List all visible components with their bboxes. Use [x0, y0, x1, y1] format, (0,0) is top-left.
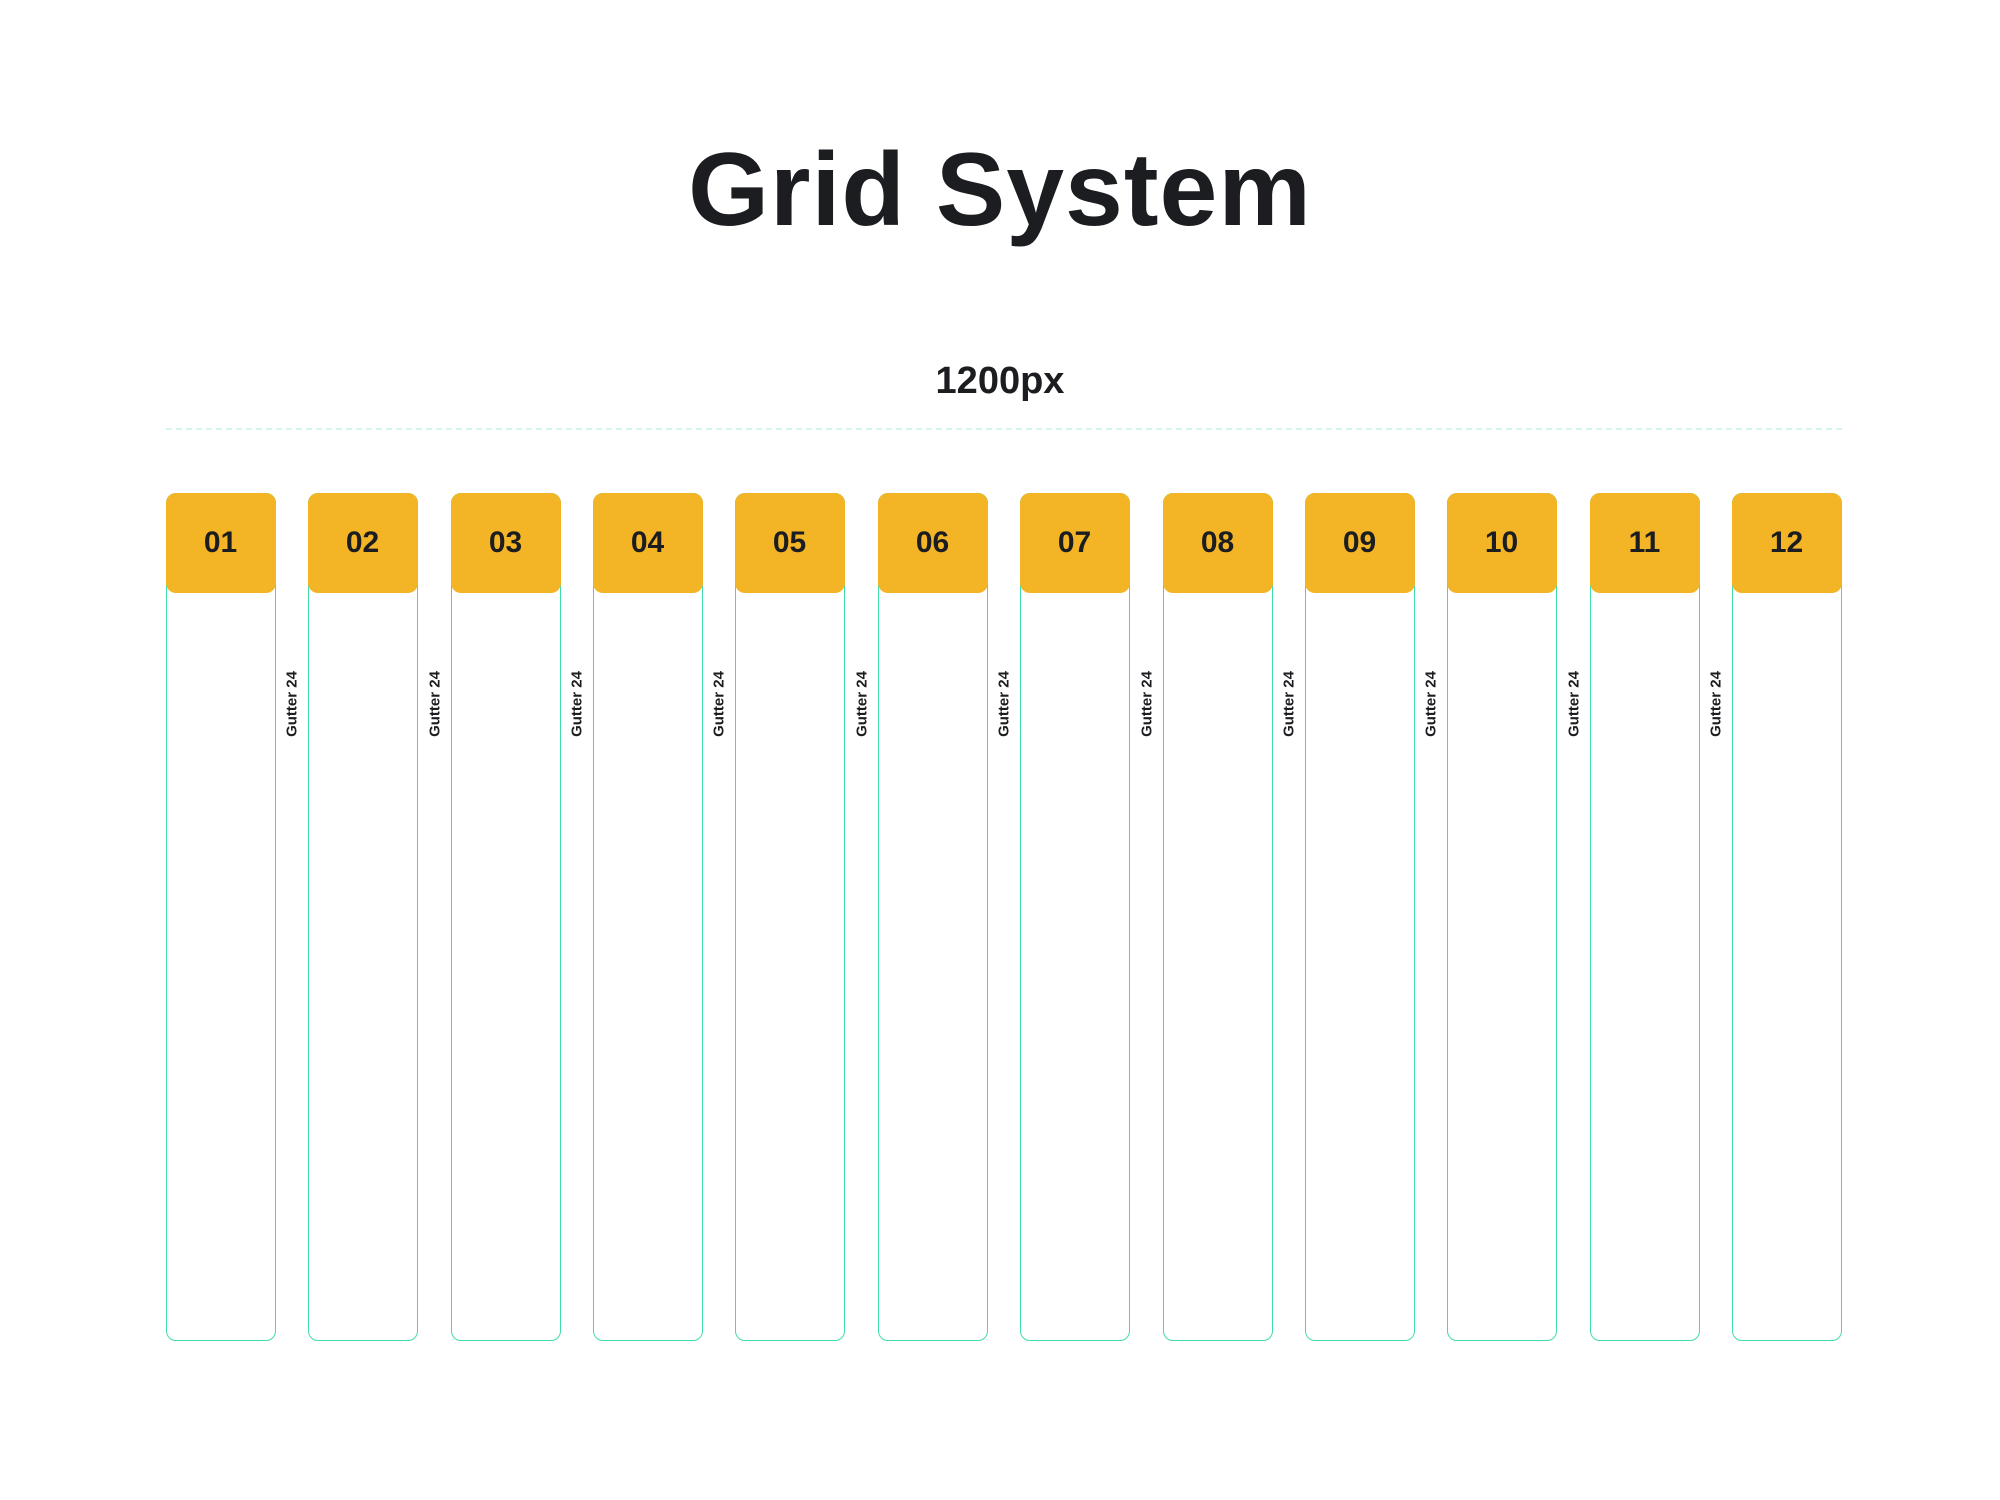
gutter-marker: Gutter 24	[703, 659, 735, 749]
grid-column: 03	[450, 492, 561, 1341]
gutter-label: Gutter 24	[710, 671, 728, 737]
gutter-marker: Gutter 24	[1131, 659, 1163, 749]
column-number-badge: 05	[734, 492, 845, 593]
gutter-label: Gutter 24	[1707, 671, 1725, 737]
grid-column: 05	[734, 492, 845, 1341]
gutter-label: Gutter 24	[568, 671, 586, 737]
gutter-label: Gutter 24	[1422, 671, 1440, 737]
gutter-marker: Gutter 24	[1273, 659, 1305, 749]
gutter-marker: Gutter 24	[561, 659, 593, 749]
gutter-marker: Gutter 24	[846, 659, 878, 749]
gutter-label: Gutter 24	[283, 671, 301, 737]
gutter-label: Gutter 24	[1565, 671, 1582, 737]
column-number-badge: 04	[592, 492, 703, 593]
gutter-marker: Gutter 24	[419, 659, 451, 749]
column-number-badge: 02	[307, 492, 418, 593]
gutter-marker: Gutter 24	[1558, 659, 1590, 749]
grid-column: 08	[1162, 492, 1273, 1341]
grid-column: 04	[592, 492, 703, 1341]
column-number-badge: 03	[450, 492, 561, 593]
container-width-rule	[166, 428, 1842, 430]
gutter-label: Gutter 24	[426, 671, 443, 737]
grid-column: 10	[1446, 492, 1557, 1341]
column-number-badge: 06	[877, 492, 988, 593]
column-number-badge: 07	[1019, 492, 1130, 593]
column-number-badge: 08	[1162, 492, 1273, 593]
gutter-marker: Gutter 24	[1700, 659, 1732, 749]
grid-column: 02	[307, 492, 418, 1341]
gutter-marker: Gutter 24	[988, 659, 1020, 749]
column-number-badge: 10	[1446, 492, 1557, 593]
column-number-badge: 12	[1731, 492, 1842, 593]
gutter-marker: Gutter 24	[276, 659, 308, 749]
grid-column: 07	[1019, 492, 1130, 1341]
column-number-badge: 11	[1589, 492, 1700, 593]
page-title: Grid System	[688, 132, 1312, 248]
grid-column: 06	[877, 492, 988, 1341]
column-number-badge: 01	[165, 492, 276, 593]
grid-column: 09	[1304, 492, 1415, 1341]
gutter-label: Gutter 24	[853, 671, 870, 737]
gutter-label: Gutter 24	[1280, 671, 1298, 737]
grid-column: 12	[1731, 492, 1842, 1341]
gutter-label: Gutter 24	[995, 671, 1013, 737]
gutter-label: Gutter 24	[1138, 671, 1155, 737]
column-number-badge: 09	[1304, 492, 1415, 593]
grid-column: 01	[165, 492, 276, 1341]
container-width-label: 1200px	[935, 360, 1065, 402]
grid-column: 11	[1589, 492, 1700, 1341]
gutter-marker: Gutter 24	[1415, 659, 1447, 749]
